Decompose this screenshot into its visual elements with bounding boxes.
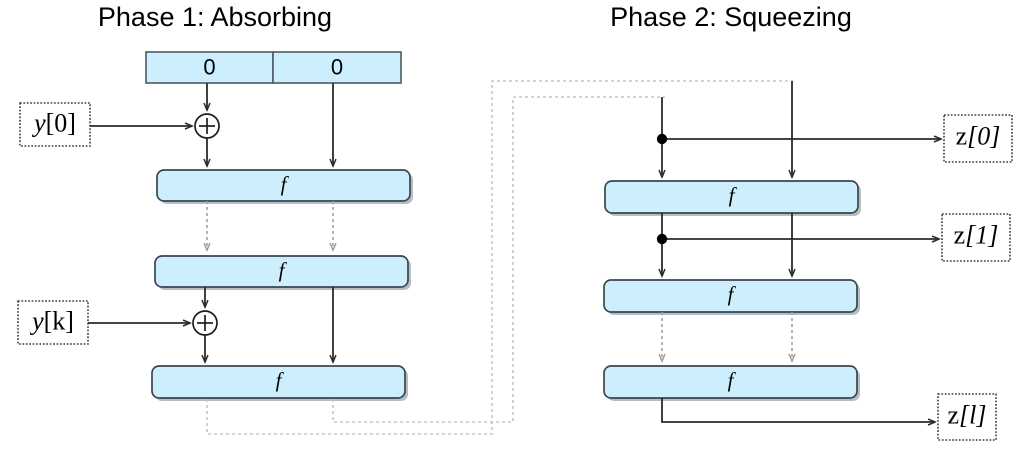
- input-yk-box: [17, 300, 89, 345]
- f-s1-label: f: [729, 183, 738, 207]
- phase-1-title: Phase 1: Absorbing: [98, 2, 332, 32]
- input-yk-label: y[k]: [29, 306, 74, 335]
- xor-gate-0-icon: [194, 113, 220, 139]
- output-z0-box: [943, 114, 1013, 163]
- permutation-block-f-a2: f: [154, 255, 411, 290]
- output-z0-label: z[0]: [956, 121, 1001, 150]
- input-yk: y[k]: [17, 300, 190, 345]
- state-cell-rate: [145, 51, 274, 84]
- permutation-block-f-a1: f: [156, 169, 413, 204]
- output-zl-label: z[l]: [947, 400, 986, 429]
- state-cell-capacity: [272, 51, 402, 84]
- permutation-block-f-s1: f: [604, 180, 861, 216]
- permutation-block-f-s2: f: [603, 279, 860, 315]
- state-value-capacity: 0: [331, 54, 343, 79]
- output-zl: z[l]: [661, 393, 997, 441]
- output-zl-box: [937, 393, 997, 441]
- state-register: 0 0: [145, 51, 402, 84]
- f-s2-label: f: [728, 282, 737, 306]
- output-z1-label: z[1]: [954, 220, 999, 249]
- permutation-block-f-a3: f: [151, 365, 408, 401]
- state-value-rate: 0: [203, 54, 215, 79]
- tap-dot-z1: [656, 233, 668, 245]
- feedback-path-capacity: [332, 96, 665, 423]
- phase-2-title: Phase 2: Squeezing: [610, 2, 852, 32]
- wire-tap-zl: [661, 398, 935, 422]
- input-y0-label: y[0]: [31, 108, 76, 137]
- f-a3-label: f: [276, 368, 285, 392]
- feedback-path-rate: [206, 80, 793, 435]
- permutation-block-f-s3: f: [603, 365, 860, 401]
- input-y0-box: [19, 102, 91, 147]
- xor-gate-k-icon: [192, 310, 218, 336]
- input-y0: y[0]: [19, 102, 192, 147]
- output-z1-box: [941, 213, 1011, 262]
- f-s3-label: f: [728, 368, 737, 392]
- output-z0: z[0]: [656, 114, 1013, 163]
- tap-dot-z0: [656, 133, 668, 145]
- f-a2-label: f: [279, 258, 288, 282]
- f-a1-label: f: [281, 172, 290, 196]
- output-z1: z[1]: [656, 213, 1011, 262]
